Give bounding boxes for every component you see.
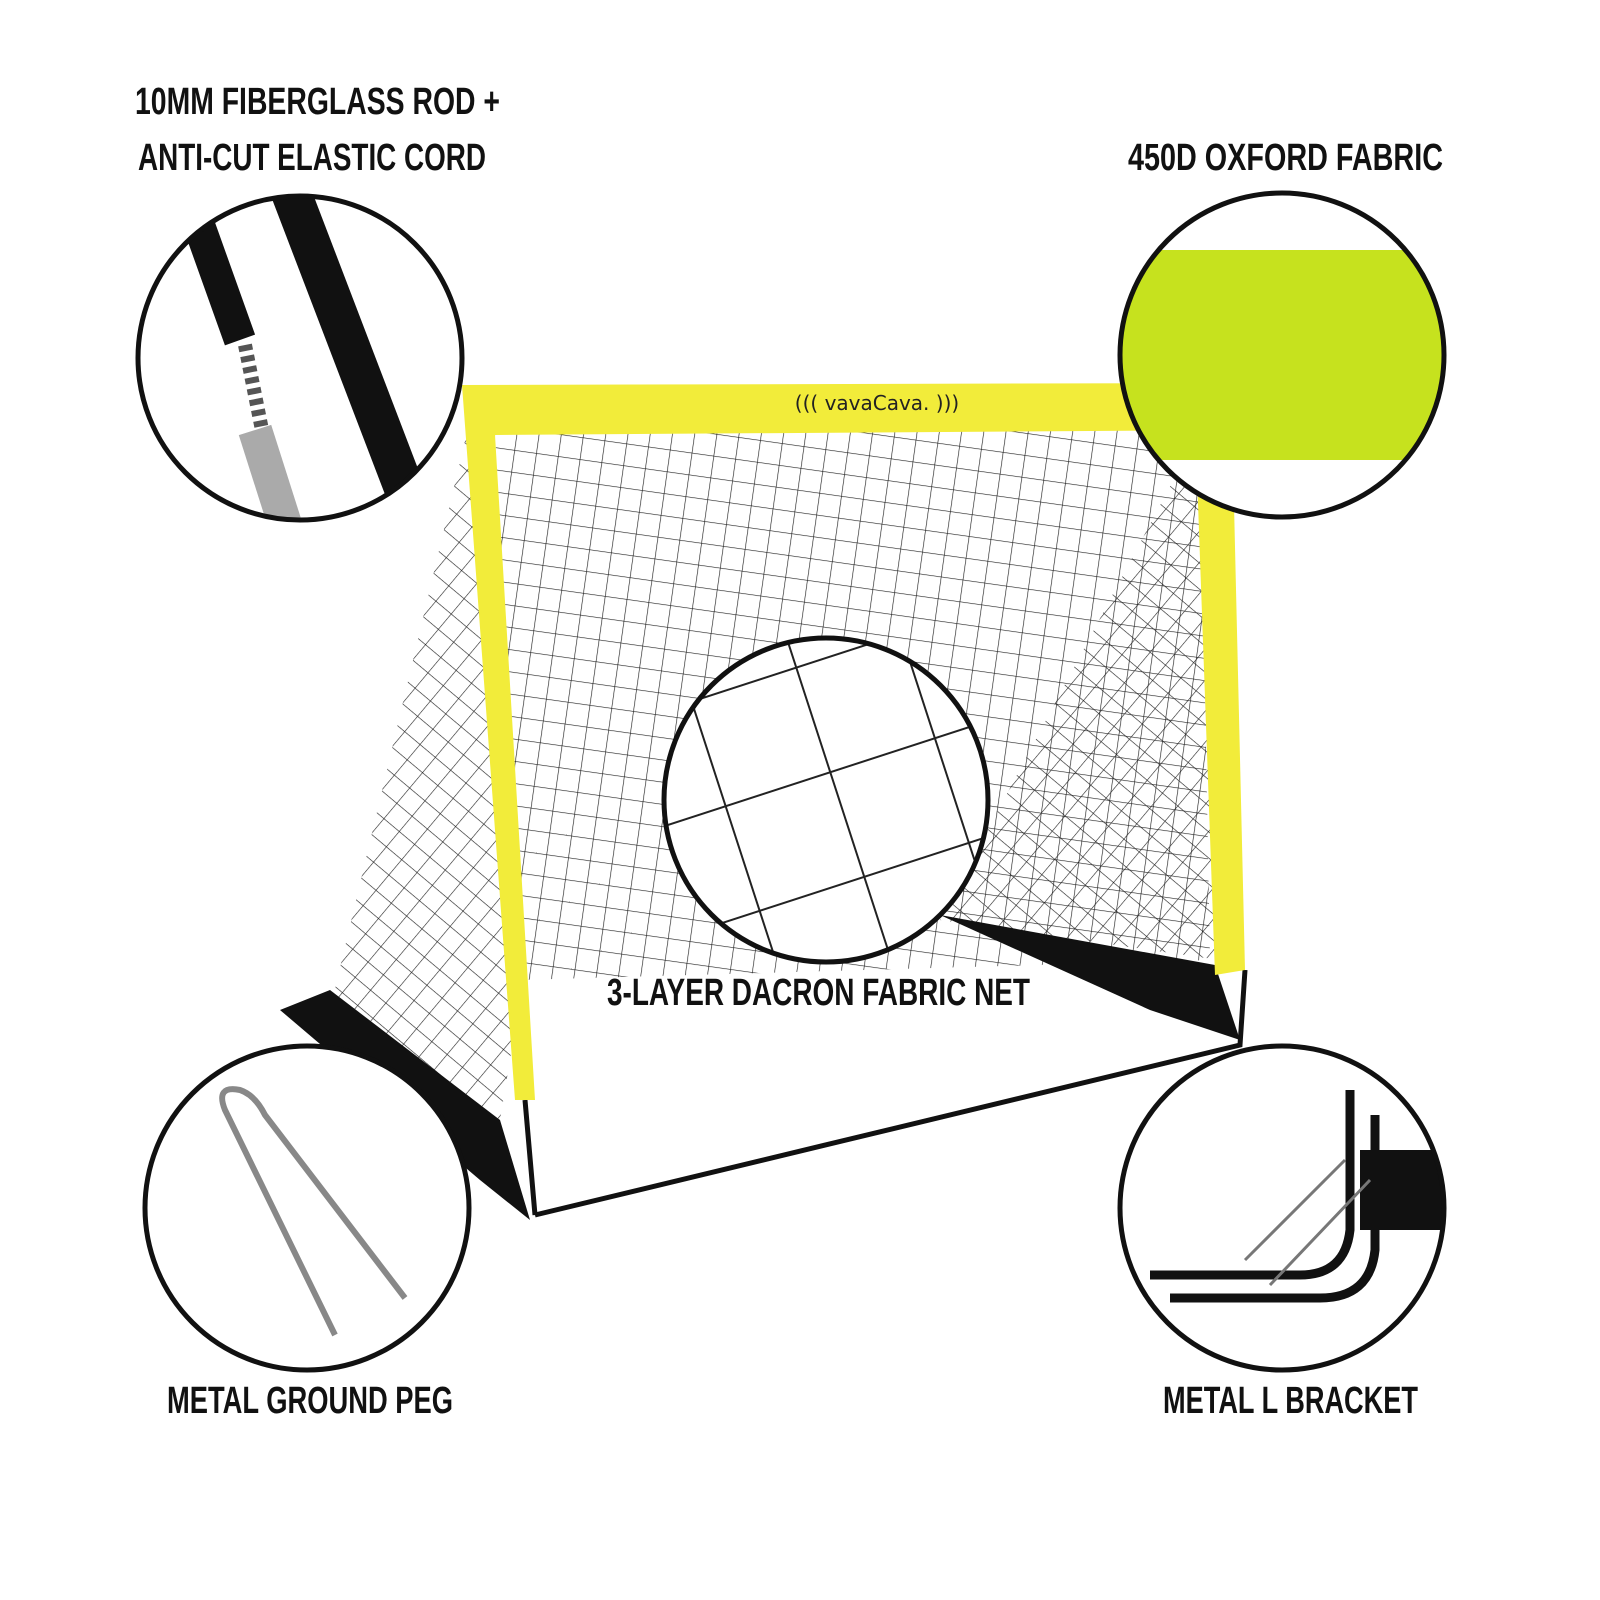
label-rod-line2: ANTI-CUT ELASTIC CORD bbox=[138, 137, 486, 179]
brand-logo: ((( vavaCava. ))) bbox=[795, 391, 959, 415]
detail-fabric bbox=[1117, 190, 1447, 520]
elastic-cord bbox=[238, 343, 269, 432]
ground-frame bbox=[522, 969, 1248, 1218]
label-net: 3-LAYER DACRON FABRIC NET bbox=[607, 972, 1030, 1014]
label-bracket: METAL L BRACKET bbox=[1163, 1380, 1418, 1422]
label-rod-line1: 10MM FIBERGLASS ROD + bbox=[135, 81, 500, 123]
detail-peg bbox=[142, 1043, 472, 1373]
ground-peg bbox=[219, 1086, 408, 1337]
detail-bracket bbox=[1117, 1043, 1447, 1373]
rod-segment bbox=[271, 198, 439, 518]
fabric-swatch bbox=[1122, 250, 1442, 460]
label-fabric: 450D OXFORD FABRIC bbox=[1128, 137, 1443, 179]
side-net-left bbox=[330, 420, 520, 1120]
right-base-fabric bbox=[940, 915, 1240, 1040]
detail-rod bbox=[135, 193, 465, 523]
frame-right-post bbox=[1195, 420, 1245, 975]
label-peg: METAL GROUND PEG bbox=[167, 1380, 453, 1422]
metal-ferrule bbox=[238, 424, 307, 518]
detail-net bbox=[661, 635, 991, 965]
